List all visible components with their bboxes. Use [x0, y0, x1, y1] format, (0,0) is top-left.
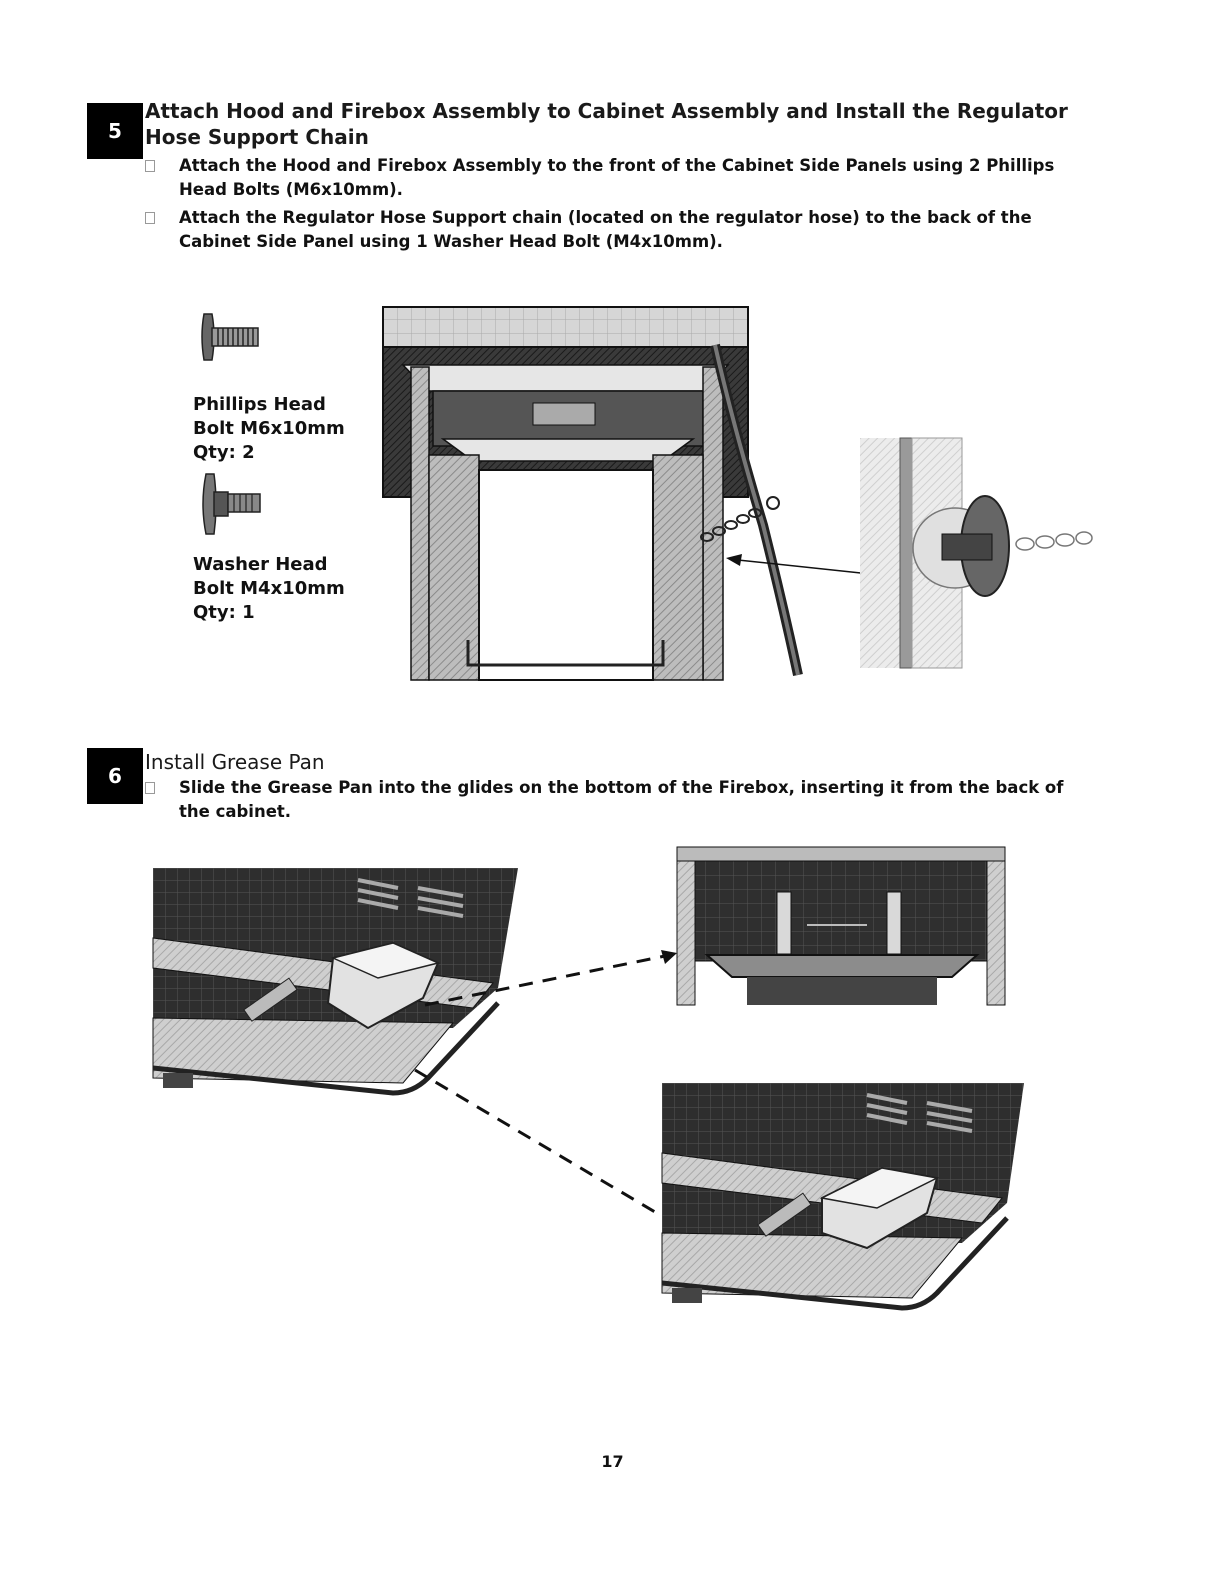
washer-bolt-detail-inset	[860, 437, 1093, 669]
washer-bolt-label: Washer Head Bolt M4x10mm Qty: 1	[193, 554, 345, 623]
dashed-arrow-to-firebox	[424, 950, 677, 1007]
step-5-badge: 5	[87, 103, 143, 159]
step-6-instructions: Slide the Grease Pan into the glides on …	[145, 776, 1065, 828]
phillips-head-bolt-icon	[201, 313, 259, 361]
step-6-title: Install Grease Pan	[145, 750, 325, 774]
firebox-glides-illustration	[676, 846, 1006, 1006]
grease-pan-after-illustration	[661, 1083, 1024, 1311]
phillips-bolt-label: Phillips Head Bolt M6x10mm Qty: 2	[193, 394, 345, 463]
checkbox-icon	[145, 212, 155, 224]
instruction-item: Slide the Grease Pan into the glides on …	[145, 776, 1065, 824]
washer-head-bolt-icon	[202, 473, 261, 535]
checkbox-icon	[145, 782, 155, 794]
checkbox-icon	[145, 160, 155, 172]
grease-pan-before-illustration	[152, 868, 518, 1096]
step-5-title: Attach Hood and Firebox Assembly to Cabi…	[145, 99, 1068, 149]
step-6-badge: 6	[87, 748, 143, 804]
instruction-item: Attach the Regulator Hose Support chain …	[145, 206, 1065, 254]
step-5-instructions: Attach the Hood and Firebox Assembly to …	[145, 154, 1065, 258]
dashed-arrow-to-after	[414, 1068, 656, 1214]
cabinet-firebox-illustration	[382, 306, 803, 681]
instruction-item: Attach the Hood and Firebox Assembly to …	[145, 154, 1065, 202]
page-number: 17	[601, 1452, 624, 1471]
